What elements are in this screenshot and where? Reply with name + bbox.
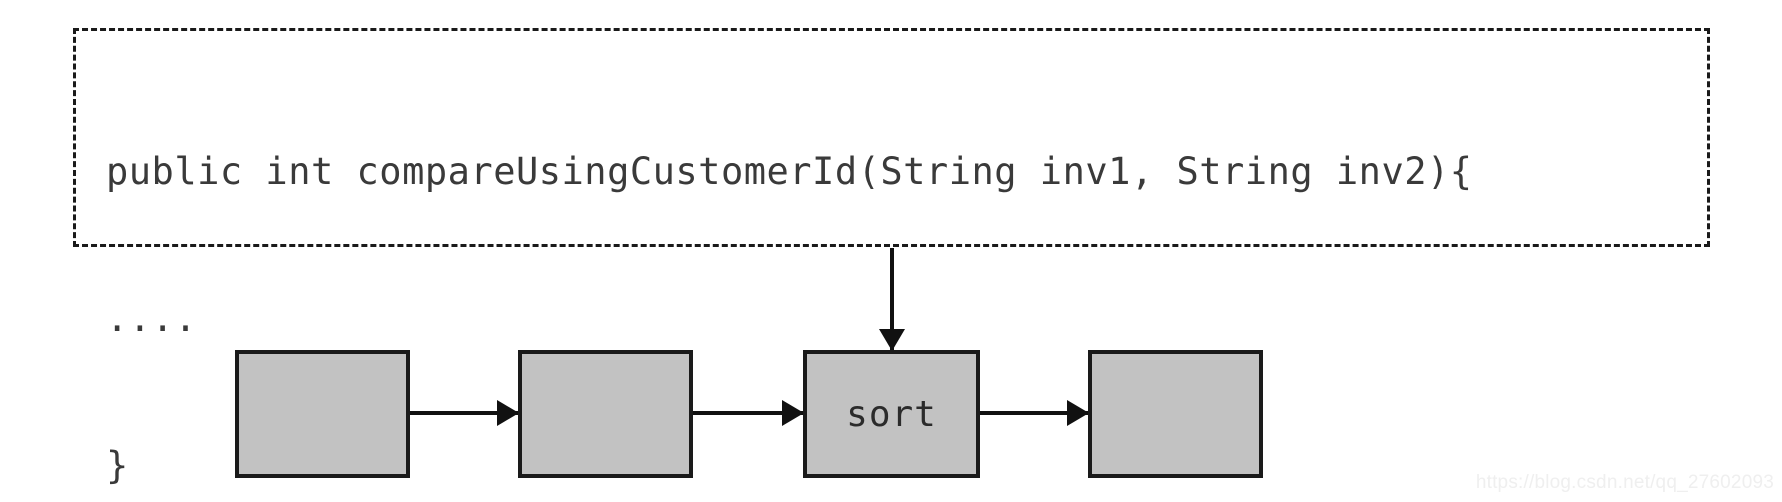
process-box-sort-label: sort	[846, 393, 937, 435]
code-line-3: }	[106, 444, 129, 487]
code-block-container: public int compareUsingCustomerId(String…	[73, 28, 1710, 487]
code-line-2: ....	[106, 297, 198, 340]
process-box-1[interactable]	[235, 350, 410, 478]
code-block-text: public int compareUsingCustomerId(String…	[106, 49, 1473, 502]
process-box-sort[interactable]: sort	[803, 350, 980, 478]
watermark-text: https://blog.csdn.net/qq_27602093	[1475, 472, 1774, 493]
process-box-2[interactable]	[518, 350, 693, 478]
code-line-1: public int compareUsingCustomerId(String…	[106, 150, 1473, 193]
process-box-4[interactable]	[1088, 350, 1263, 478]
